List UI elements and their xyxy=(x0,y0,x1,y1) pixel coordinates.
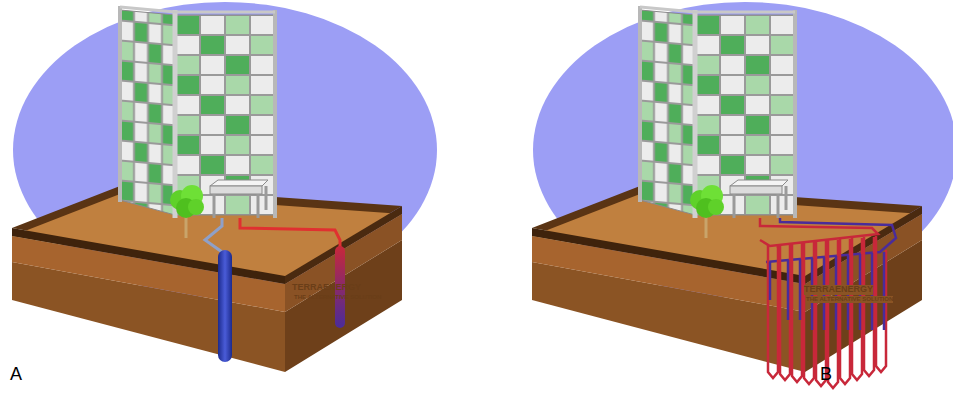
watermark: TERRAENERGY xyxy=(292,283,361,293)
panel-letter: B xyxy=(820,365,832,385)
watermark: THE ALTERNATIVE SOLUTION xyxy=(294,294,381,301)
panel-letter: A xyxy=(10,365,22,385)
watermark: THE ALTERNATIVE SOLUTION xyxy=(806,296,893,303)
watermark: TERRAENERGY xyxy=(804,285,873,295)
